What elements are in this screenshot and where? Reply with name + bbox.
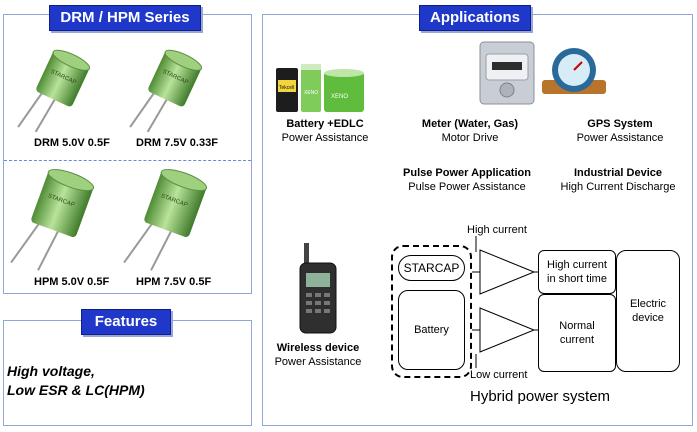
hybrid-arrows [472,236,538,368]
app-meter-name: Meter (Water, Gas) [421,118,519,130]
gas-meter-image [479,41,535,105]
water-meter-image [542,48,606,94]
app-battery-edlc: Battery +EDLC Power Assistance [280,117,370,145]
capacitor-drm-5v-image: STARCAP [17,49,91,133]
battery-edlc-image: Tekcell XENO XENO [276,64,364,112]
features-title: Features [81,309,171,335]
app-pulse-power-name: Pulse Power Application [403,167,531,179]
applications-title: Applications [419,5,531,31]
high-current-short-box: High current in short time [538,250,616,294]
product-label-drm-5v: DRM 5.0V 0.5F [34,137,110,149]
app-battery-edlc-desc: Power Assistance [281,132,369,144]
high-current-short-label: High current in short time [547,259,607,285]
capacitor-hpm-7v-image: STARCAP [123,169,208,271]
app-industrial-name: Industrial Device [573,167,663,179]
hybrid-caption: Hybrid power system [470,388,611,405]
starcap-label: STARCAP [403,261,460,275]
product-label-hpm-7v: HPM 7.5V 0.5F [136,276,212,288]
high-current-label: High current [467,224,527,236]
app-pulse-power-desc: Pulse Power Assistance [408,181,526,193]
app-industrial-desc: High Current Discharge [560,181,676,193]
series-divider [4,160,251,161]
series-panel [3,14,252,294]
electric-device-box: Electric device [616,250,680,372]
app-industrial: Industrial Device High Current Discharge [548,166,688,194]
features-line-2: Low ESR & LC(HPM) [7,382,145,398]
battery-box: Battery [398,290,465,370]
capacitor-hpm-5v-image: STARCAP [10,169,95,271]
battery-label: Battery [414,324,449,336]
svg-text:XENO: XENO [304,90,318,96]
electric-device-label: Electric device [629,298,667,324]
wireless-device-image [299,243,337,334]
normal-current-label: Normal current [559,320,595,346]
features-line-1: High voltage, [7,363,95,379]
app-wireless-desc: Power Assistance [274,356,362,368]
hybrid-source-group [391,245,472,378]
app-battery-edlc-name: Battery +EDLC [286,118,364,130]
starcap-box: STARCAP [398,255,465,281]
svg-text:XENO: XENO [331,94,348,100]
normal-current-box: Normal current [538,294,616,372]
app-wireless-name: Wireless device [276,342,360,354]
low-current-label: Low current [470,369,528,381]
capacitor-drm-7v-image: STARCAP [129,49,203,133]
app-gps-desc: Power Assistance [576,132,664,144]
app-meter: Meter (Water, Gas) Motor Drive [410,117,530,145]
app-gps-name: GPS System [587,118,653,130]
app-pulse-power: Pulse Power Application Pulse Power Assi… [392,166,542,194]
features-panel [3,320,252,426]
svg-text:Tekcell: Tekcell [279,85,294,91]
product-label-drm-7v: DRM 7.5V 0.33F [136,137,218,149]
app-wireless: Wireless device Power Assistance [268,341,368,369]
product-label-hpm-5v: HPM 5.0V 0.5F [34,276,110,288]
capacitor-images: STARCAP STARCAP STARCAP STARCAP [10,49,208,271]
app-gps: GPS System Power Assistance [570,117,670,145]
series-title: DRM / HPM Series [49,5,201,31]
app-meter-desc: Motor Drive [441,132,499,144]
